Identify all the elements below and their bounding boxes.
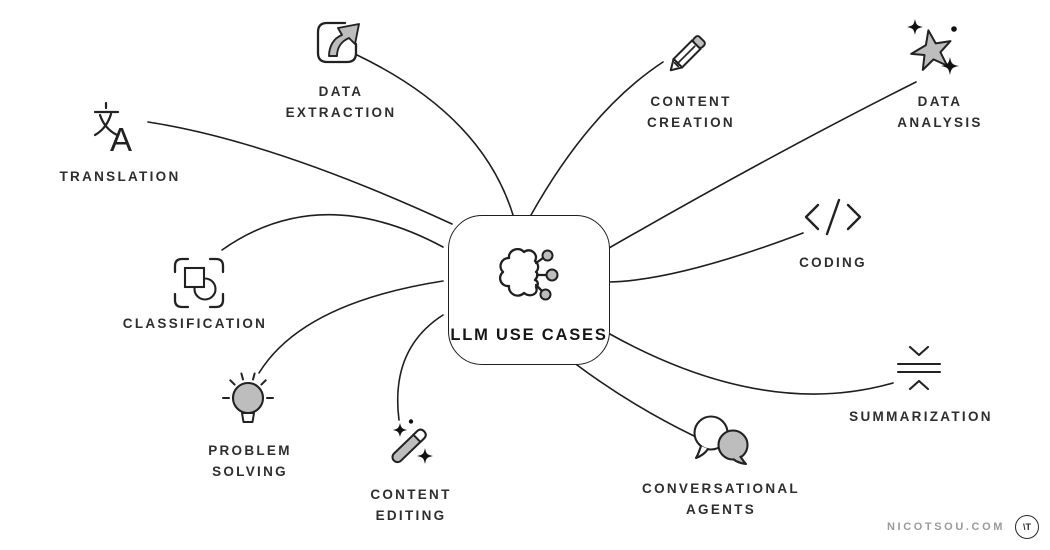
connector-conversational-agents [572, 361, 695, 437]
pencil-icon [669, 35, 706, 72]
node-label-content-creation: CONTENT CREATION [647, 94, 735, 130]
compress-lines-icon [896, 345, 942, 391]
node-label-data-analysis: DATA ANALYSIS [897, 94, 983, 130]
star-sparkles-icon [907, 19, 959, 75]
connector-coding [607, 232, 804, 283]
connector-summarization [607, 332, 894, 395]
translation-icon: A [93, 101, 132, 158]
node-label-translation: TRANSLATION [59, 169, 181, 184]
code-brackets-icon [804, 198, 862, 236]
watermark: NICOTSOU.COM \T [887, 515, 1039, 539]
svg-text:A: A [110, 121, 132, 158]
node-label-data-extraction: DATA EXTRACTION [285, 84, 397, 120]
chat-bubbles-icon [693, 415, 749, 466]
watermark-site-text: NICOTSOU.COM [887, 521, 1005, 533]
classify-shapes-icon [173, 257, 225, 309]
connector-content-creation [530, 61, 664, 216]
node-label-coding: CODING [799, 255, 867, 270]
connector-problem-solving [258, 280, 444, 374]
connector-data-extraction [356, 54, 514, 216]
center-label: LLM USE CASES [450, 326, 608, 344]
lightbulb-icon [222, 372, 274, 423]
node-label-summarization: SUMMARIZATION [849, 409, 993, 424]
brain-circuit-icon [499, 248, 559, 301]
node-label-content-editing: CONTENT EDITING [370, 487, 452, 523]
connector-classification [221, 213, 444, 251]
watermark-logo-icon: \T [1015, 515, 1039, 539]
node-label-conversational-agents: CONVERSATIONAL AGENTS [642, 481, 800, 517]
node-label-problem-solving: PROBLEM SOLVING [208, 443, 292, 479]
connector-data-analysis [608, 81, 917, 249]
center-node: LLM USE CASES [448, 215, 610, 365]
magic-wand-icon [391, 419, 433, 464]
export-arrow-icon [316, 21, 360, 64]
connector-content-editing [396, 314, 444, 421]
node-label-classification: CLASSIFICATION [122, 316, 268, 331]
connector-translation [147, 121, 453, 225]
